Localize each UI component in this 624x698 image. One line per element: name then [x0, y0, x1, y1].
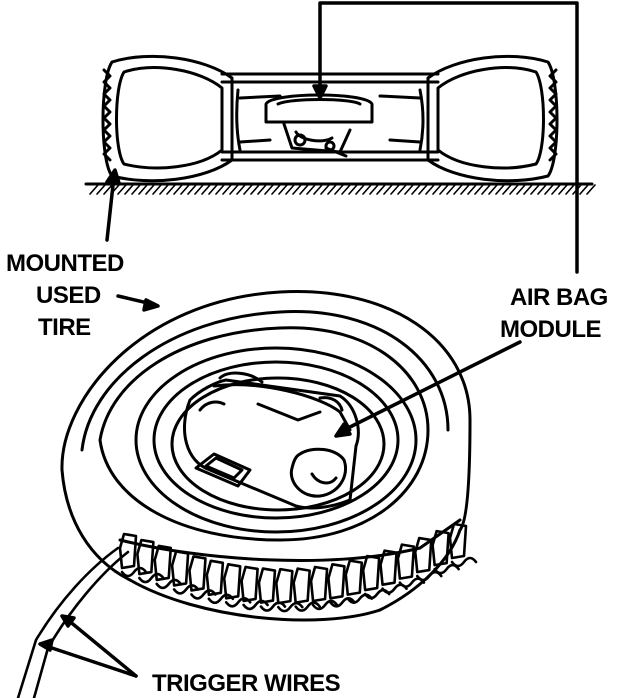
label-tire: TIRE [38, 314, 91, 341]
module-leader-bottom [334, 340, 522, 438]
label-module: MODULE [500, 316, 602, 343]
air-bag-module [182, 371, 360, 510]
label-air-bag: AIR BAG [510, 284, 608, 311]
wheel-rim [134, 346, 418, 534]
label-trigger-wires: TRIGGER WIRES [152, 670, 341, 697]
module-leader-top [312, 1, 579, 274]
tire-body [60, 290, 472, 622]
air-bag-module-section [264, 93, 374, 158]
cross-section-view [84, 1, 596, 274]
mounted-leader [105, 168, 121, 242]
ground-hatching [84, 182, 596, 195]
label-mounted: MOUNTED [6, 250, 124, 277]
used-tire-leader [116, 294, 160, 312]
wheel-rim-section [220, 72, 440, 162]
tire-tread [118, 522, 478, 613]
label-used: USED [36, 282, 101, 309]
trigger-wires-leaders [38, 614, 138, 678]
right-tire-section [426, 54, 559, 183]
left-tire-section [101, 54, 234, 183]
perspective-view [16, 290, 522, 698]
